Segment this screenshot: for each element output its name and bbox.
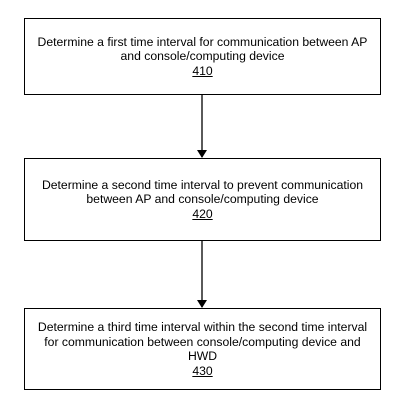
step-box-420: Determine a second time interval to prev… bbox=[24, 158, 381, 241]
step-text: Determine a third time interval within t… bbox=[37, 320, 368, 363]
step-text: Determine a first time interval for comm… bbox=[37, 34, 368, 64]
step-box-410: Determine a first time interval for comm… bbox=[24, 18, 381, 95]
step-text: Determine a second time interval to prev… bbox=[41, 177, 364, 207]
step-reference-number: 430 bbox=[192, 363, 213, 378]
step-reference-number: 410 bbox=[192, 63, 213, 78]
step-box-430: Determine a third time interval within t… bbox=[24, 308, 381, 390]
step-reference-number: 420 bbox=[192, 206, 213, 221]
